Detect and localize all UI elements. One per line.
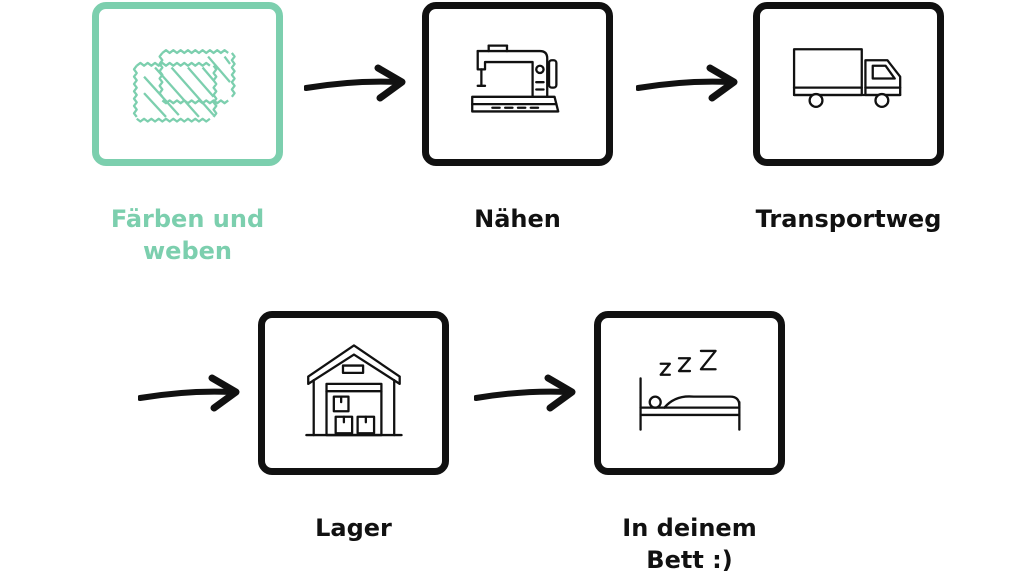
warehouse-icon xyxy=(305,344,403,437)
step-label-lager: Lager xyxy=(315,514,392,542)
arrow-right-icon xyxy=(636,64,738,102)
step-box-faerben xyxy=(92,2,283,166)
arrow-right-icon xyxy=(474,374,576,412)
step-box-transport xyxy=(753,2,944,166)
step-label-bett: In deinem Bett :) xyxy=(622,514,757,574)
arrow-right-icon xyxy=(304,64,406,102)
sewing-machine-icon xyxy=(471,44,560,113)
arrow-right-icon xyxy=(138,374,240,412)
step-box-naehen xyxy=(422,2,613,166)
fabric-icon xyxy=(132,49,236,123)
truck-icon xyxy=(792,48,902,109)
step-label-faerben: Färben und weben xyxy=(110,205,265,265)
step-box-lager xyxy=(258,311,449,475)
bed-sleep-icon xyxy=(639,349,741,431)
step-label-naehen: Nähen xyxy=(474,205,561,233)
step-label-transport: Transportweg xyxy=(755,205,942,233)
step-box-bett xyxy=(594,311,785,475)
